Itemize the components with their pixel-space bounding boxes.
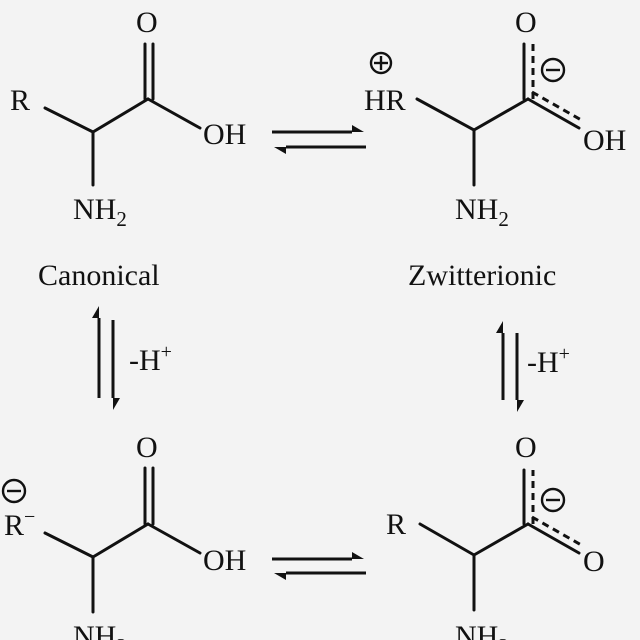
canonical-molecule: R O OH NH2 Canonical	[10, 6, 246, 292]
amine-label: NH2	[73, 620, 127, 640]
r-group-superscript: −	[24, 506, 35, 528]
carbonyl-oxygen-label: O	[136, 431, 158, 464]
bond-ccarboxyl-o-bottom-solid	[526, 522, 581, 555]
left-vertical-equilibrium-arrows-icon	[92, 306, 120, 410]
right-deprotonation-text: -H	[527, 346, 559, 379]
amine-label: NH2	[455, 193, 509, 231]
hydroxyl-label: OH	[203, 118, 246, 151]
bottom-equilibrium-arrows-icon	[272, 552, 366, 580]
zwitterionic-label: Zwitterionic	[408, 259, 556, 292]
negative-charge-icon-left	[1, 478, 27, 504]
hydroxyl-label: OH	[583, 124, 626, 157]
amine-nh: NH	[455, 620, 498, 640]
amine-subscript: 2	[116, 634, 127, 640]
hr-group-label: HR	[364, 84, 406, 117]
right-deprotonation-label: -H+	[527, 343, 570, 379]
bond-calpha-ccarboxyl	[91, 522, 150, 559]
amine-subscript: 2	[498, 207, 509, 231]
zwitterionic-molecule: HR O OH NH2 Zwitterionic	[364, 6, 626, 292]
amine-subscript: 2	[116, 207, 127, 231]
carboxylate-molecule: R O O NH2	[386, 431, 605, 640]
bond-hr-calpha	[415, 97, 476, 132]
right-vertical-equilibrium-arrows-icon	[496, 321, 524, 412]
amine-label: NH2	[455, 620, 509, 640]
bond-ccarboxyl-oh	[146, 97, 202, 130]
bond-ccarboxyl-oh-solid	[526, 97, 581, 130]
amine-nh: NH	[455, 193, 498, 226]
r-group-label: R	[10, 84, 30, 117]
positive-charge-icon	[369, 51, 393, 75]
bond-calpha-ccarboxyl	[472, 97, 530, 132]
bond-ccarboxyl-o-bottom-dashed	[531, 515, 584, 548]
canonical-label: Canonical	[38, 259, 160, 292]
left-deprotonation-text: -H	[129, 344, 161, 377]
bond-calpha-ccarboxyl	[91, 97, 150, 134]
amine-subscript: 2	[498, 634, 509, 640]
negative-charge-icon-top	[540, 57, 566, 83]
bond-r-calpha	[418, 522, 476, 557]
amine-nh: NH	[73, 193, 116, 226]
carbanion-molecule: R− O OH NH2	[1, 431, 246, 640]
bond-r-calpha	[43, 106, 95, 134]
carbonyl-oxygen-label: O	[136, 6, 158, 39]
r-group-label: R	[386, 508, 406, 541]
left-deprotonation-sup: +	[161, 341, 172, 363]
top-equilibrium-arrows-icon	[272, 125, 366, 154]
r-group-letter: R	[4, 509, 24, 542]
amine-label: NH2	[73, 193, 127, 231]
negative-charge-icon-bottom	[540, 487, 566, 513]
amine-nh: NH	[73, 620, 116, 640]
bond-ccarboxyl-oh	[146, 522, 202, 555]
carbonyl-oxygen-label: O	[515, 6, 537, 39]
bond-ccarboxyl-oh-dashed	[531, 90, 584, 123]
hydroxyl-label: OH	[203, 544, 246, 577]
left-deprotonation-label: -H+	[129, 341, 172, 377]
r-group-label: R−	[4, 506, 35, 542]
carboxylate-oxygen-bottom-label: O	[583, 545, 605, 578]
bond-r-calpha	[43, 531, 95, 559]
bond-calpha-ccarboxyl	[472, 522, 530, 557]
carboxylate-oxygen-top-label: O	[515, 431, 537, 464]
right-deprotonation-sup: +	[559, 343, 570, 365]
